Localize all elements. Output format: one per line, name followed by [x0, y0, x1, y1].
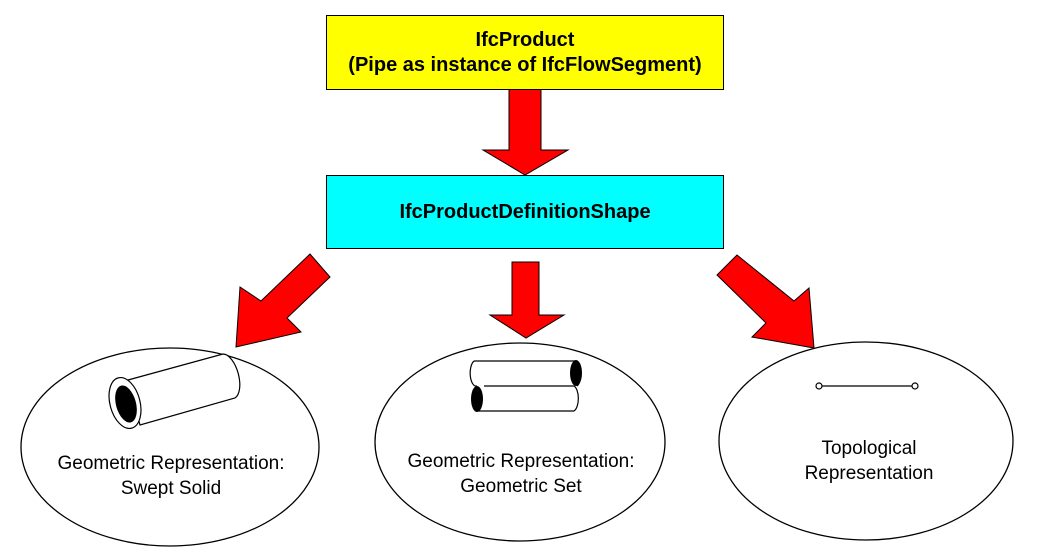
ifc-product-definition-shape-label: IfcProductDefinitionShape	[399, 200, 651, 223]
ifc-product-title: IfcProduct	[475, 28, 575, 51]
ifc-product-box: IfcProduct (Pipe as instance of IfcFlowS…	[326, 15, 724, 90]
ellipse-swept-solid	[20, 347, 320, 547]
edge-vertices-icon	[815, 382, 919, 390]
topological-label: Topological Representation	[734, 436, 1004, 486]
pipe-solid-icon	[108, 353, 241, 430]
arrow-shape-to-topological	[716, 254, 815, 349]
swept-solid-label-line1: Geometric Representation:	[57, 453, 285, 474]
pipe-surface-icon	[469, 360, 582, 412]
swept-solid-label: Geometric Representation: Swept Solid	[36, 451, 306, 501]
swept-solid-label-line2: Swept Solid	[120, 478, 222, 499]
geometric-set-label-line1: Geometric Representation:	[407, 451, 635, 472]
arrow-shape-to-geometric-set	[488, 261, 566, 339]
topological-label-line1: Topological	[821, 438, 917, 459]
geometric-set-label: Geometric Representation: Geometric Set	[386, 449, 656, 499]
ifc-product-definition-shape-box: IfcProductDefinitionShape	[326, 175, 724, 249]
arrow-product-to-shape	[481, 88, 570, 176]
ellipse-geometric-set	[374, 342, 666, 542]
geometric-set-label-line2: Geometric Set	[460, 476, 582, 497]
ifc-product-subtitle: (Pipe as instance of IfcFlowSegment)	[348, 53, 702, 76]
topological-label-line2: Representation	[804, 463, 934, 484]
ellipse-topological	[718, 341, 1014, 541]
arrow-shape-to-swept-solid	[235, 253, 331, 348]
